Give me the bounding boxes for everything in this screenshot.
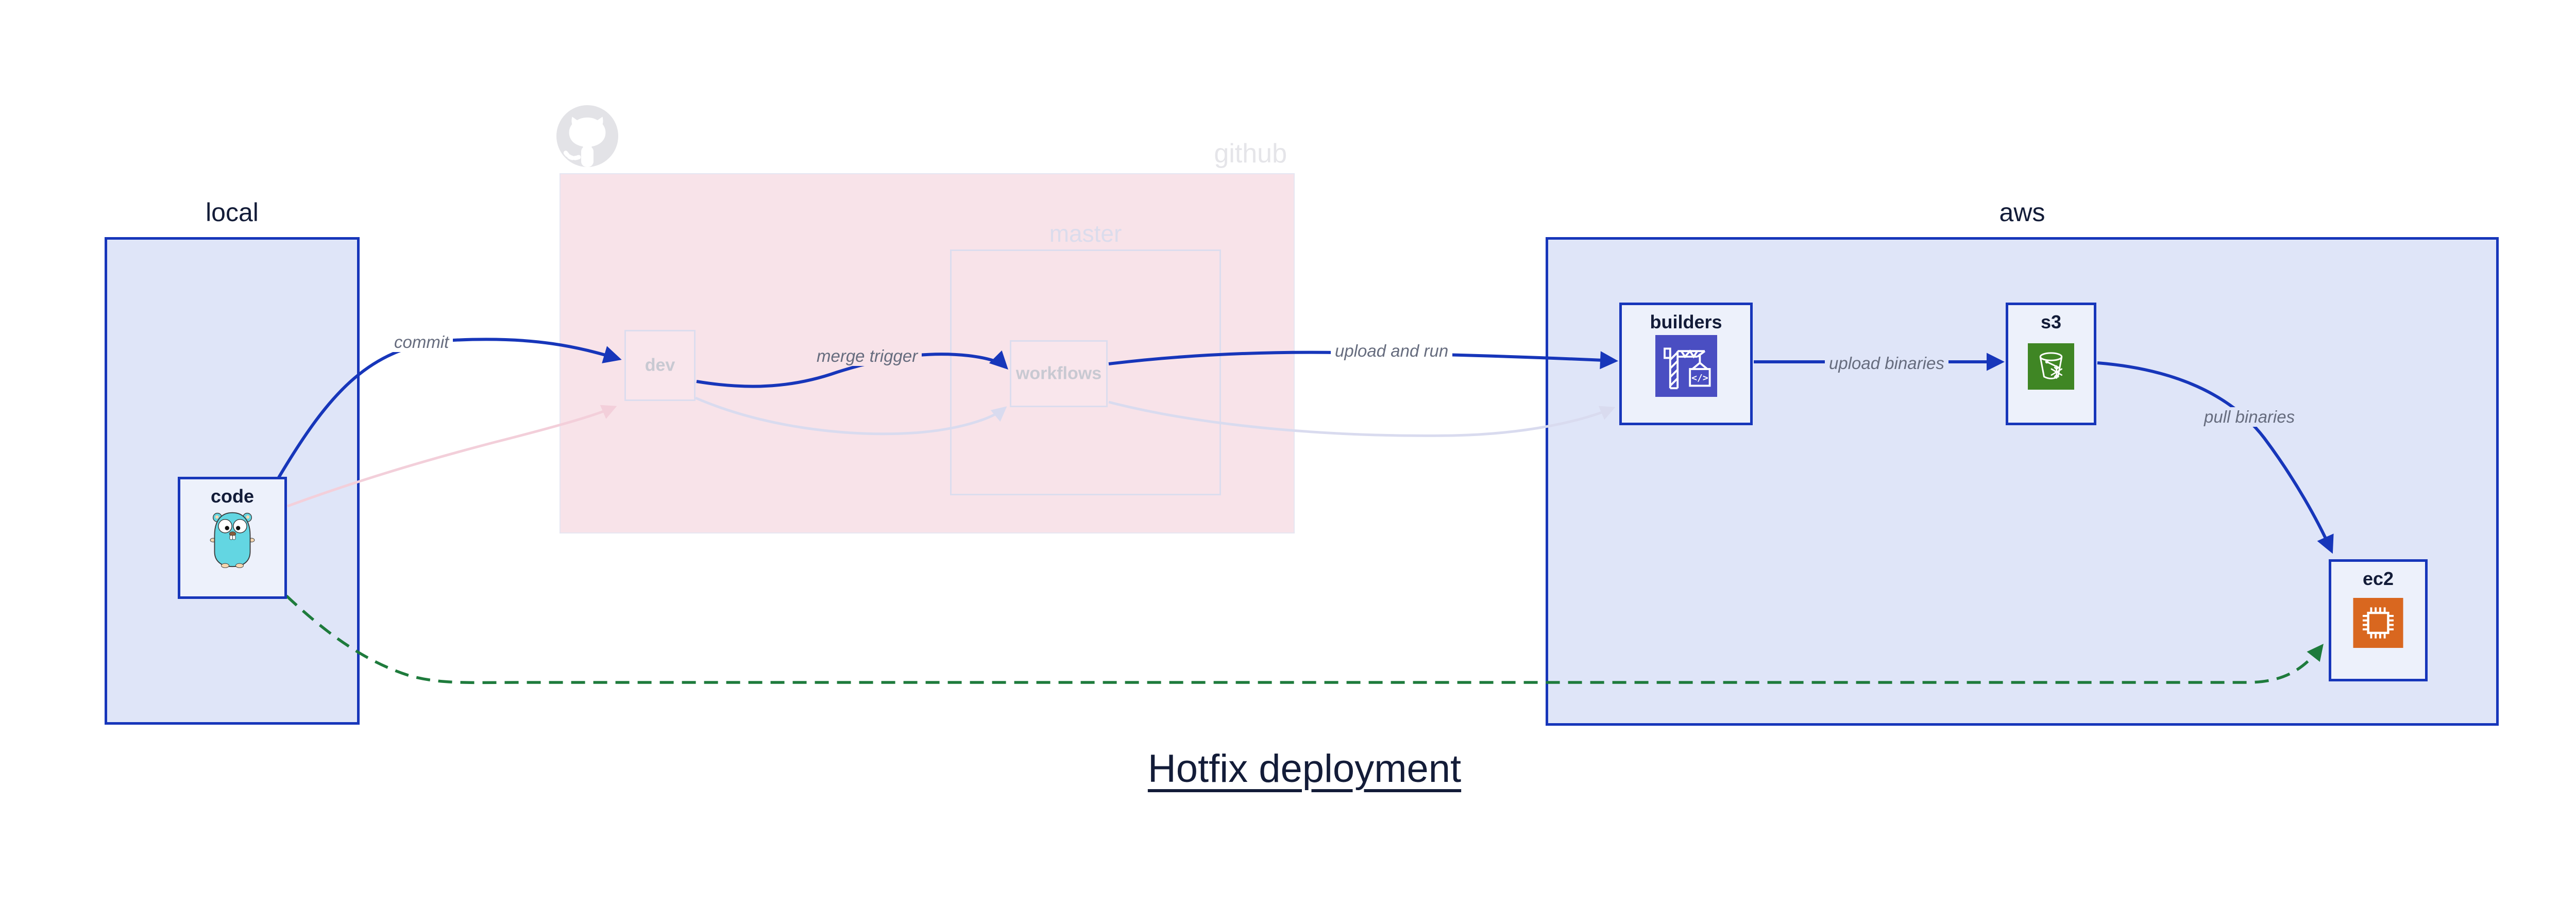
node-ec2-label: ec2 [2362, 568, 2394, 589]
go-gopher-icon [210, 512, 255, 568]
node-workflows-label: workflows [1015, 363, 1102, 383]
edge-dev-workflows-faded [695, 396, 1007, 436]
node-code: code [178, 477, 287, 599]
node-workflows: workflows [1010, 340, 1108, 407]
node-s3-label: s3 [2040, 311, 2062, 332]
zone-label-github: github [1214, 139, 1287, 169]
codebuild-crane-icon: </> [1655, 335, 1717, 397]
zone-label-local: local [206, 198, 259, 227]
edge-workflows-builders-faded [1108, 400, 1616, 437]
edge-label-pull-binaries: pull binaries [2200, 407, 2299, 427]
edge-label-upload-and-run: upload and run [1331, 341, 1453, 361]
edge-hotfix-dashed [285, 594, 2324, 684]
page-title: Hotfix deployment [1147, 747, 1462, 791]
github-octocat-icon [556, 105, 618, 167]
zone-label-aws: aws [1999, 198, 2045, 227]
edge-label-commit: commit [390, 332, 453, 352]
s3-bucket-icon [2028, 343, 2074, 390]
zone-github-master-branch [950, 249, 1221, 495]
ec2-chip-icon [2353, 598, 2403, 648]
svg-text:</>: </> [1691, 373, 1708, 383]
zone-label-master: master [1049, 220, 1122, 247]
edge-label-merge-trigger: merge trigger [812, 346, 922, 366]
edge-commit [277, 338, 622, 479]
node-s3: s3 [2006, 303, 2096, 425]
node-dev-label: dev [645, 355, 675, 375]
edge-push-faded [287, 405, 617, 508]
node-builders-label: builders [1650, 311, 1722, 332]
node-dev-branch: dev [624, 330, 696, 401]
edge-label-upload-binaries: upload binaries [1825, 354, 1948, 373]
node-code-label: code [210, 486, 255, 507]
node-ec2: ec2 [2329, 559, 2428, 681]
edge-pull-binaries [2097, 361, 2334, 554]
node-builders: builders </> [1619, 303, 1753, 425]
